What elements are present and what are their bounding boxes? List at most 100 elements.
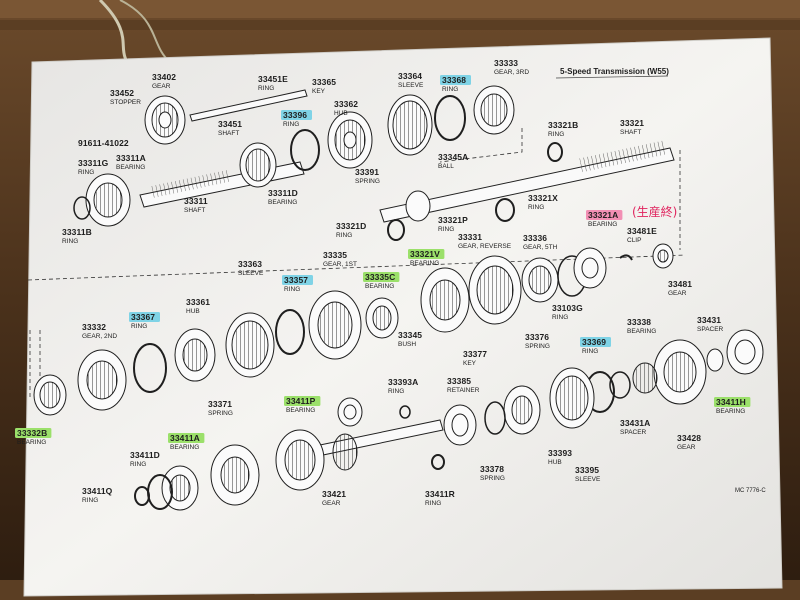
part-name: HUB	[186, 308, 200, 315]
gear-drawing	[420, 267, 470, 333]
ring-drawing	[399, 405, 411, 419]
part-number: 33385	[447, 376, 471, 386]
highlighter-mark	[282, 275, 313, 285]
gear-drawing	[144, 95, 186, 145]
part-name: RING	[388, 388, 404, 395]
part-number: 33421	[322, 489, 346, 499]
part-number: 33338	[627, 317, 651, 327]
highlighter-mark	[408, 249, 445, 259]
highlighter-mark	[168, 433, 205, 443]
part-name: SPRING	[480, 475, 505, 482]
part-number: 33481E	[627, 226, 657, 236]
part-name: GEAR	[322, 500, 341, 507]
diagram-title: 5-Speed Transmission (W55)	[560, 67, 669, 76]
part-name: GEAR	[677, 444, 696, 451]
hub-drawing	[174, 328, 216, 382]
part-name: BEARING	[627, 328, 656, 335]
part-name: RING	[548, 131, 564, 138]
gear-drawing	[405, 190, 431, 222]
part-number: 33333	[494, 58, 518, 68]
part-name: RING	[78, 169, 94, 176]
gear-drawing	[239, 142, 277, 188]
part-number: 33311B	[62, 227, 92, 237]
part-name: SHAFT	[218, 130, 239, 137]
part-number: 33321D	[336, 221, 366, 231]
part-name: BEARING	[17, 439, 46, 446]
part-number: 33481	[668, 279, 692, 289]
part-number: 33367	[131, 312, 155, 322]
part-name: HUB	[334, 110, 348, 117]
reverse-shaft-33451	[189, 89, 308, 122]
part-number: 33345	[398, 330, 422, 340]
part-name: BEARING	[588, 221, 617, 228]
ring-drawing	[290, 129, 320, 171]
part-number: 33361	[186, 297, 210, 307]
part-number: 33391	[355, 167, 379, 177]
part-name: RING	[131, 323, 147, 330]
part-number: 33345A	[438, 152, 468, 162]
gear-drawing	[77, 349, 127, 411]
highlighter-mark	[440, 75, 471, 85]
part-number: 33321P	[438, 215, 468, 225]
part-name: KEY	[463, 360, 477, 367]
part-number: 33451	[218, 119, 242, 129]
highlighter-mark	[284, 396, 321, 406]
ring-drawing	[133, 343, 167, 393]
part-number: 33393A	[388, 377, 418, 387]
part-name: RING	[582, 348, 598, 355]
part-number: 33395	[575, 465, 599, 475]
part-name: RING	[258, 85, 274, 92]
part-number: 33332	[82, 322, 106, 332]
part-name: RING	[528, 204, 544, 211]
part-name: GEAR, 1ST	[323, 261, 357, 268]
part-number: 33362	[334, 99, 358, 109]
ring-drawing	[431, 454, 445, 470]
part-name: SLEEVE	[575, 476, 601, 483]
part-number: 33411H	[716, 397, 746, 407]
part-number: 33335	[323, 250, 347, 260]
part-name: SLEEVE	[398, 82, 424, 89]
part-name: GEAR, 5TH	[523, 244, 558, 251]
sleeve-drawing	[387, 94, 433, 156]
part-callout-labels: 33402GEAR33452STOPPER33451ERING33451SHAF…	[15, 58, 751, 507]
ring-drawing	[275, 309, 305, 355]
sleeve-drawing	[549, 367, 595, 429]
part-name: STOPPER	[110, 99, 141, 106]
part-number: 33321X	[528, 193, 558, 203]
part-number: 33311	[184, 196, 208, 206]
hub-drawing	[503, 385, 541, 435]
part-name: HUB	[548, 459, 562, 466]
ring-drawing	[495, 198, 515, 222]
highlighter-mark	[129, 312, 160, 322]
